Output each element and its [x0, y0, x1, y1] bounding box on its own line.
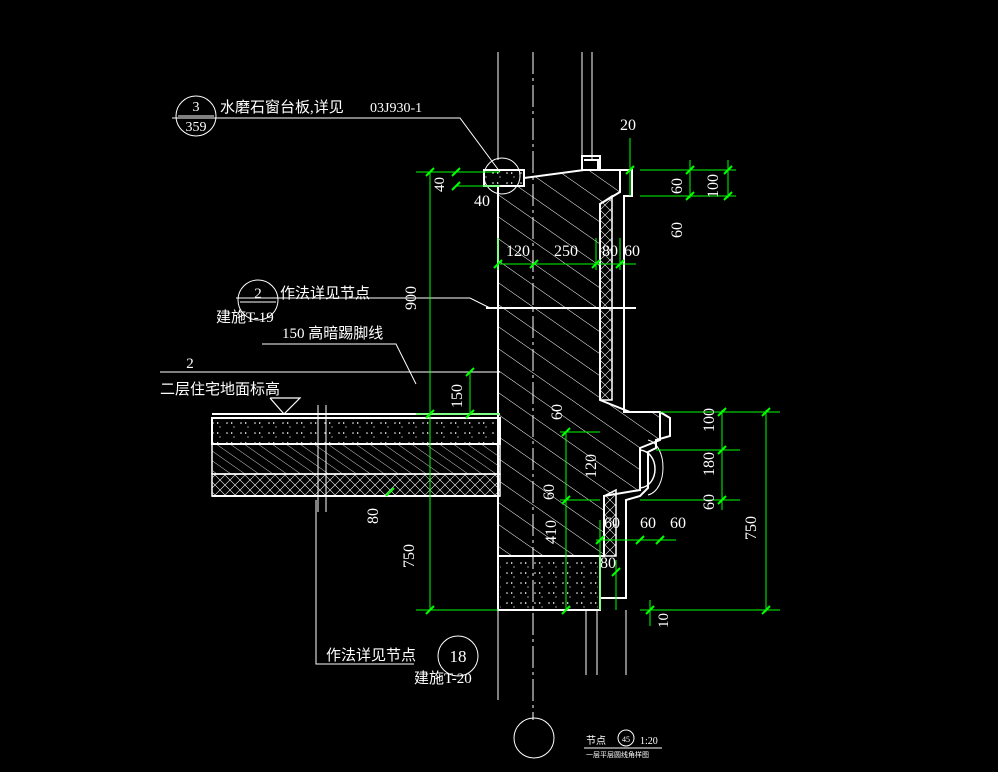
dim-250: 250: [554, 243, 578, 260]
floor-level-number: 2: [186, 356, 194, 372]
callout-mid-number: 2: [254, 286, 262, 302]
title-scale: 1:20: [640, 736, 658, 747]
title-subtitle: 一层平层圆线角样图: [586, 750, 649, 759]
callout-top-ref: 03J930-1: [370, 101, 422, 116]
dim-10: 10: [656, 613, 672, 628]
dim-60-a: 60: [669, 178, 686, 194]
dim-100-b: 100: [701, 408, 718, 432]
dim-80-a: 80: [602, 243, 618, 260]
dim-40-b: 40: [474, 193, 490, 210]
callout-top-text: 水磨石窗台板,详见: [220, 98, 344, 116]
title-number: 45: [622, 735, 630, 744]
dim-900: 900: [403, 286, 420, 310]
floor-slab: [211, 400, 501, 558]
leader-lines: [160, 117, 521, 665]
dim-100-a: 100: [705, 174, 722, 198]
dim-750-b: 750: [743, 516, 760, 540]
dim-750-a: 750: [401, 544, 418, 568]
callout-bottom-number: 18: [450, 647, 467, 666]
dim-60-g: 60: [604, 515, 620, 532]
callout-bottom-ref: 建施T-20: [414, 670, 472, 687]
dim-80-b: 80: [365, 508, 382, 524]
dim-20: 20: [620, 117, 636, 134]
wall-section: [486, 159, 671, 611]
callout-top-number: 3: [193, 100, 200, 115]
title-label: 节点: [586, 735, 606, 747]
dim-60-b: 60: [669, 222, 686, 238]
dim-40-a: 40: [432, 177, 448, 192]
dim-80-c: 80: [600, 555, 616, 572]
floor-level-label: 二层住宅地面标高: [160, 381, 280, 398]
dim-150: 150: [449, 384, 466, 408]
dim-60-d: 60: [549, 404, 566, 420]
dim-120-a: 120: [506, 243, 530, 260]
callout-mid-ref: 建施T-19: [216, 309, 274, 326]
dim-180: 180: [701, 452, 718, 476]
dim-60-i: 60: [670, 515, 686, 532]
dim-60-f: 60: [701, 494, 718, 510]
dimension-lines: [416, 138, 780, 626]
dimension-ticks: [385, 165, 771, 615]
dim-60-e: 60: [541, 484, 558, 500]
dim-410: 410: [543, 520, 560, 544]
callout-mid-text: 作法详见节点: [280, 285, 370, 302]
callout-circles: [175, 95, 635, 759]
dim-60-h: 60: [640, 515, 656, 532]
skirting-label: 150 高暗踢脚线: [282, 325, 383, 342]
callout-top-sheet: 359: [186, 120, 207, 135]
dim-60-c: 60: [624, 243, 640, 260]
dim-120-b: 120: [583, 454, 600, 478]
callout-bottom-text: 作法详见节点: [326, 647, 416, 664]
